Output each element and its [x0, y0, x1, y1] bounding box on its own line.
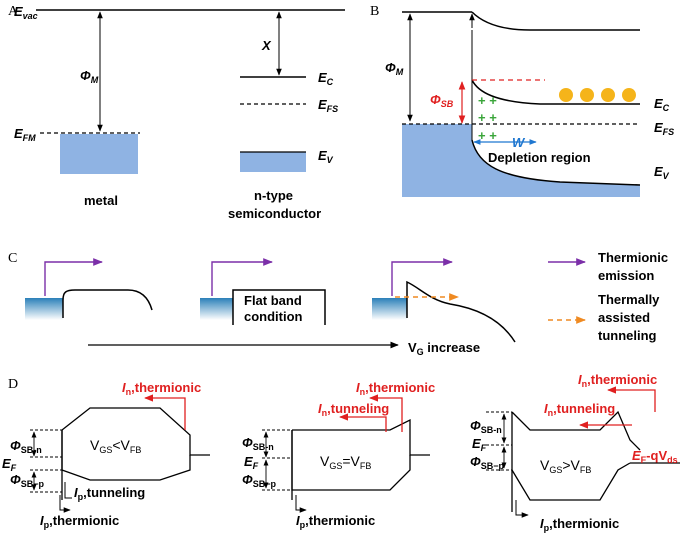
semiconductor-caption-1: n-type [254, 188, 293, 203]
d2-phi-sb-p: ΦSB−p [242, 472, 276, 489]
e-c-label-a: EC [318, 70, 334, 87]
d1-phi-sb-p: ΦSB−p [10, 472, 44, 489]
d1-in-thermionic-arrow [144, 394, 186, 430]
d2-ef: EF [244, 454, 259, 471]
chi-label: X [261, 38, 272, 53]
electron-2 [580, 88, 594, 102]
d2-in-tunneling-arrow [339, 413, 387, 432]
panel-b-letter: B [370, 4, 379, 19]
legend-thermionic-1: Thermionic [598, 250, 668, 265]
flat-band-label-1: Flat band [244, 293, 302, 308]
band-curve-c1 [62, 289, 153, 318]
d2-in-tunneling: In,tunneling [318, 401, 389, 418]
metal-caption: metal [84, 193, 118, 208]
positive-charge-row-3: + + [478, 128, 497, 143]
d3-ef: EF [472, 436, 487, 453]
e-fm-label: EFM [14, 126, 36, 143]
d3-ip-thermionic-arrow [515, 500, 529, 518]
d3-in-thermionic-arrow [607, 386, 656, 412]
valence-band-bent-b [471, 139, 641, 186]
legend-tat-3: tunneling [598, 328, 657, 343]
w-label: W [512, 135, 526, 150]
d3-conduction-band [511, 410, 641, 451]
panel-c: C Flat band condition VG increase Thermi… [8, 250, 668, 357]
thermionic-arrow-c2 [211, 258, 273, 296]
panel-c-letter: C [8, 251, 17, 266]
d3-ip-thermionic: Ip,thermionic [540, 516, 619, 533]
e-fs-label-b: EFS [654, 120, 674, 137]
d3-vgs-condition: VGS>VFB [540, 457, 591, 475]
electron-4 [622, 88, 636, 102]
e-v-label-b: EV [654, 164, 670, 181]
d3-ef-qvds: EF-qVds [632, 448, 678, 465]
d2-ip-thermionic: Ip,thermionic [296, 513, 375, 530]
panel-d: D ΦSB-n EF ΦSB−p VGS<VFB In,thermionic I… [2, 372, 680, 533]
d1-ip-tunneling-arrow [64, 482, 72, 499]
d3-phi-sb-n: ΦSB-n [470, 418, 502, 435]
legend-tat-1: Thermally [598, 292, 660, 307]
positive-charge-row-2: + + [478, 110, 497, 125]
panel-d1: ΦSB-n EF ΦSB−p VGS<VFB In,thermionic Ip,… [2, 380, 210, 530]
d2-vgs-condition: VGS=VFB [320, 453, 371, 471]
metal-block-c2 [200, 298, 233, 320]
d3-valence-band [511, 462, 631, 501]
positive-charge-row-1: + + [478, 93, 497, 108]
legend-tat-2: assisted [598, 310, 650, 325]
panel-b: B ΦM ΦSB + + + + + + W Depletion region … [370, 4, 674, 197]
valence-band-a [240, 152, 306, 172]
vacuum-level-bent-b [471, 11, 640, 31]
d1-phi-sb-n: ΦSB-n [10, 438, 42, 455]
metal-block-c1 [25, 298, 63, 320]
thermionic-arrow-c3 [391, 258, 453, 296]
band-rect-c2 [232, 289, 326, 325]
panel-a-letter: A [8, 4, 19, 19]
metal-block-c3 [372, 298, 407, 320]
valence-filled-region-b [402, 124, 640, 197]
semiconductor-caption-2: semiconductor [228, 206, 321, 221]
panel-d-letter: D [8, 377, 18, 392]
e-fs-label-a: EFS [318, 97, 338, 114]
panel-a: A Evac ΦM EFM X EC EFS EV metal n-type s… [8, 4, 345, 221]
d1-ip-tunneling: Ip,tunneling [74, 485, 145, 502]
flat-band-label-2: condition [244, 309, 303, 324]
panel-d2: ΦSB-n EF ΦSB−p VGS=VFB In,thermionic In,… [242, 380, 435, 530]
electron-1 [559, 88, 573, 102]
d2-in-thermionic: In,thermionic [356, 380, 435, 397]
thermionic-arrow-c1 [44, 258, 103, 296]
vg-increase-label: VG increase [408, 340, 480, 357]
phi-sb-label: ΦSB [430, 92, 454, 109]
d1-conduction-band [61, 407, 210, 456]
d2-in-thermionic-arrow [369, 394, 403, 432]
d2-ip-thermionic-arrow [295, 495, 307, 513]
d3-in-thermionic: In,thermionic [578, 372, 657, 389]
metal-filled-band [60, 134, 138, 174]
depletion-region-label: Depletion region [488, 150, 591, 165]
d2-conduction-band [292, 418, 430, 456]
d3-in-tunneling: In,tunneling [544, 401, 615, 418]
d1-ip-thermionic-arrow [59, 495, 71, 513]
conduction-band-bent-b [471, 79, 640, 105]
e-c-label-b: EC [654, 96, 670, 113]
band-curve-c3 [406, 280, 516, 343]
panel-d3: ΦSB-n EF ΦSB−p VGS>VFB In,thermionic In,… [470, 372, 680, 533]
d2-phi-sb-n: ΦSB-n [242, 435, 274, 452]
phi-m-label-b: ΦM [385, 60, 404, 77]
e-v-label-a: EV [318, 148, 334, 165]
d1-vgs-condition: VGS<VFB [90, 437, 141, 455]
d3-phi-sb-p: ΦSB−p [470, 454, 504, 471]
electron-3 [601, 88, 615, 102]
d1-ip-thermionic: Ip,thermionic [40, 513, 119, 530]
legend-thermionic-2: emission [598, 268, 654, 283]
d1-in-thermionic: In,thermionic [122, 380, 201, 397]
e-vac-label: Evac [14, 4, 38, 21]
d1-ef: EF [2, 456, 17, 473]
phi-m-label: ΦM [80, 68, 99, 85]
